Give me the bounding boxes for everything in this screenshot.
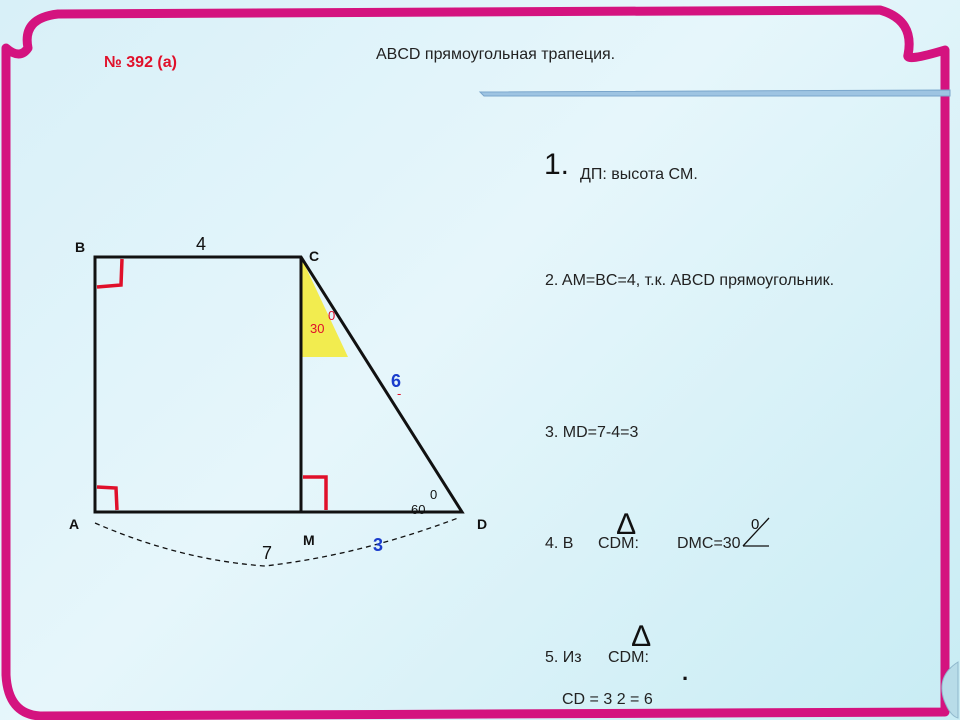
vertex-label-m: M: [303, 532, 315, 548]
angle-d-value: 60: [411, 502, 426, 517]
step-5-triangle: CDM:: [608, 649, 649, 666]
segment-label-md: 3: [373, 535, 384, 555]
angle-d-degree: 0: [430, 487, 438, 502]
step-5-label: 5. Из: [545, 649, 582, 666]
vertex-label-d: D: [477, 516, 488, 532]
vertex-label-b: B: [75, 239, 86, 255]
step-1-number: 1.: [544, 148, 570, 181]
step-5-dot: .: [682, 660, 689, 685]
decorative-frame: [1, 5, 950, 720]
decorative-underline: [478, 89, 951, 97]
side-label-bc: 4: [196, 234, 207, 254]
angle-c-highlight: [301, 257, 348, 357]
step-4-degree: 0: [751, 516, 760, 533]
step-1-text: ДП: высота CM.: [580, 166, 698, 183]
vertex-label-a: A: [69, 516, 80, 532]
dashed-arc-ad: [94, 517, 459, 567]
right-angle-mark-a: [96, 485, 119, 511]
problem-number: № 392 (а): [104, 54, 177, 71]
step-4-triangle: CDM:: [598, 535, 639, 552]
angle-c-value: 30: [310, 321, 325, 336]
vertex-label-c: C: [309, 248, 320, 264]
step-2-text: 2. AM=BC=4, т.к. ABCD прямоугольник.: [545, 272, 835, 289]
angle-symbol-icon: [742, 517, 770, 547]
triangle-symbol-icon: ∆: [632, 620, 651, 653]
trapezoid-abcd: [93, 255, 465, 514]
triangle-symbol-icon: ∆: [617, 508, 636, 541]
step-4-angle: DMC=30: [677, 535, 741, 552]
angle-c-degree: 0: [328, 308, 336, 323]
step-5-formula: CD = 3 2 = 6: [562, 691, 653, 708]
step-3-text: 3. MD=7-4=3: [545, 424, 639, 441]
decorative-corner-icon: [941, 661, 959, 719]
step-4-label: 4. В: [545, 535, 574, 552]
dash-mark: -: [397, 386, 402, 401]
slide-header: ABCD прямоугольная трапеция.: [376, 46, 616, 63]
side-label-ad: 7: [262, 543, 273, 563]
right-angle-mark-b: [96, 258, 124, 289]
side-label-cd: 6: [391, 371, 402, 391]
right-angle-mark-m: [303, 475, 328, 510]
